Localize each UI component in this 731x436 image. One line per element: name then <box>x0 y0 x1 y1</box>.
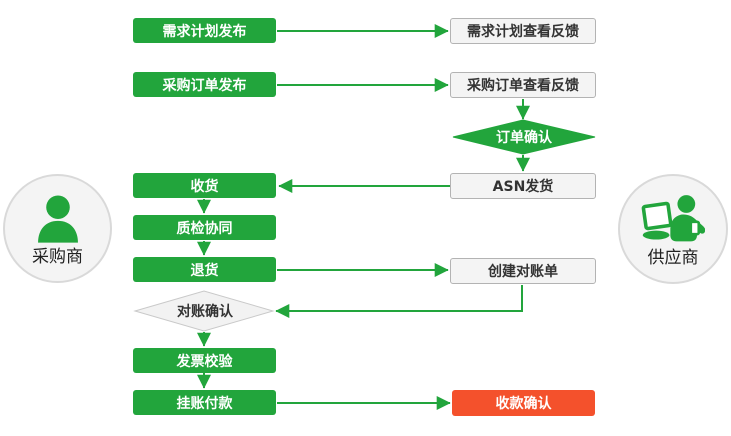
connector-statement-to-recon-confirm <box>275 285 523 318</box>
node-create-statement: 创建对账单 <box>450 258 596 284</box>
node-recon-confirm-label: 对账确认 <box>177 303 234 320</box>
node-order-confirm-diamond <box>452 119 596 155</box>
node-invoice-check: 发票校验 <box>133 348 276 373</box>
node-demand-plan-feedback: 需求计划查看反馈 <box>450 18 596 44</box>
supplier-person-at-computer-icon <box>641 194 705 242</box>
node-return-goods: 退货 <box>133 257 276 282</box>
node-receive-goods: 收货 <box>133 173 276 198</box>
node-receipt-confirm: 收款确认 <box>452 390 595 416</box>
actor-supplier: 供应商 <box>618 174 728 284</box>
actor-buyer-label: 采购商 <box>32 247 83 268</box>
actor-supplier-label: 供应商 <box>647 247 699 268</box>
node-quality-inspection: 质检协同 <box>133 215 276 240</box>
node-po-feedback: 采购订单查看反馈 <box>450 72 596 98</box>
node-payment: 挂账付款 <box>133 390 276 415</box>
node-po-publish: 采购订单发布 <box>133 72 276 97</box>
node-recon-confirm-diamond <box>133 290 275 332</box>
buyer-person-icon <box>37 195 78 243</box>
node-demand-plan-publish: 需求计划发布 <box>133 18 276 43</box>
actor-buyer: 采购商 <box>3 174 112 283</box>
node-order-confirm-label: 订单确认 <box>496 129 553 146</box>
node-asn-shipment: ASN发货 <box>450 173 596 199</box>
